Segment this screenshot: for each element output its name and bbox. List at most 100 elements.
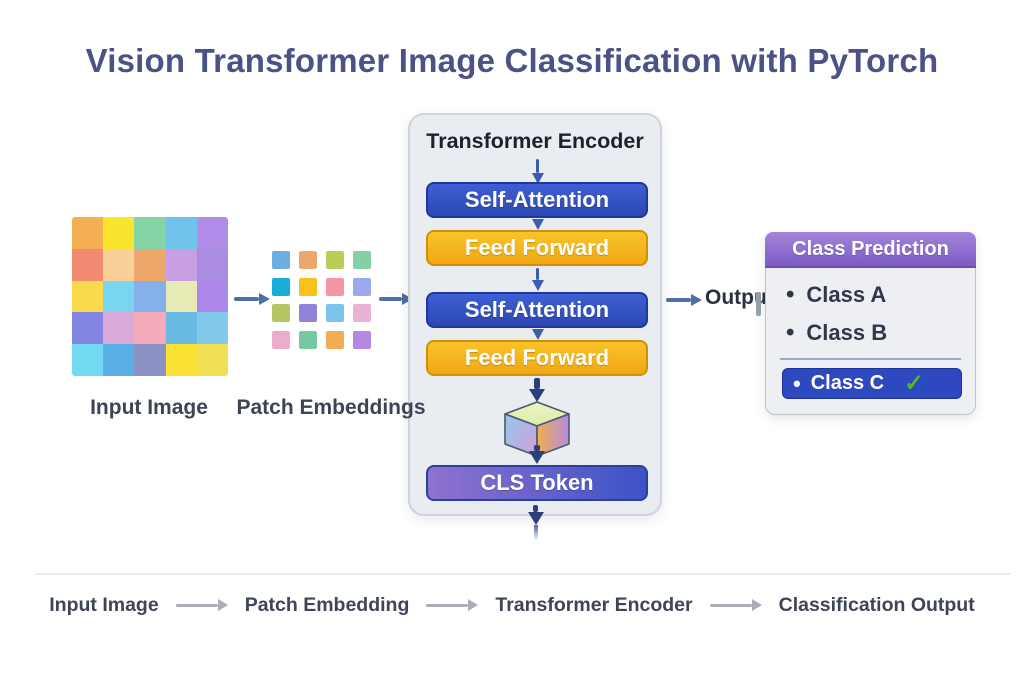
arrow-head [531, 219, 544, 230]
arrow-head [529, 451, 545, 464]
color-cell [72, 344, 104, 376]
color-cell [272, 304, 290, 322]
color-cell [134, 280, 166, 313]
color-cell [272, 251, 290, 269]
arrow-stem [534, 378, 540, 389]
class-prediction-header: Class Prediction [765, 232, 976, 268]
encoder-title: Transformer Encoder [426, 129, 644, 153]
feed-forward-block-1: Feed Forward [426, 230, 648, 266]
color-cell [103, 280, 135, 313]
class-prediction-box: Class Prediction • Class A • Class B • C… [765, 232, 976, 415]
color-cell [165, 217, 197, 249]
color-cell [353, 304, 371, 322]
patch-embeddings-label: Patch Embeddings [236, 396, 426, 419]
class-item-selected: • Class C ✓ [782, 368, 962, 399]
input-image-label: Input Image [90, 396, 208, 419]
color-cell [196, 217, 228, 249]
transformer-encoder-box: Transformer Encoder Self-Attention Feed … [408, 113, 662, 516]
output-label: Output [705, 286, 774, 309]
color-cell [103, 312, 135, 345]
color-cell [353, 251, 371, 269]
class-divider [780, 358, 961, 360]
color-cell [299, 251, 317, 269]
class-item-label: Class C [810, 372, 885, 394]
self-attention-block-2: Self-Attention [426, 292, 648, 328]
self-attention-block-1: Self-Attention [426, 182, 648, 218]
down-arrow-icon [529, 445, 545, 464]
class-item-b: • Class B [786, 320, 887, 346]
arrow-encoder-to-output-icon [666, 293, 702, 307]
arrow-head [259, 293, 270, 305]
arrow-stem [533, 505, 538, 512]
color-cell [326, 277, 344, 296]
color-cell [134, 248, 166, 281]
color-cell [103, 344, 135, 376]
connector-tick [756, 292, 761, 316]
flow-arrow-icon [709, 598, 762, 612]
color-cell [165, 248, 197, 281]
arrow-head [468, 599, 479, 611]
class-item-a: • Class A [786, 282, 886, 308]
color-cell [299, 304, 317, 322]
arrow-stem [666, 298, 691, 302]
flow-step-patch-embedding: Patch Embedding [244, 593, 410, 616]
down-arrow-icon [531, 268, 545, 291]
down-arrow-icon [531, 219, 545, 231]
color-cell [72, 248, 104, 281]
arrow-stem [535, 268, 540, 280]
color-cell [103, 217, 135, 249]
arrow-stem [175, 603, 218, 607]
checkmark-icon: ✓ [904, 370, 925, 397]
bullet-icon: • [786, 281, 795, 308]
arrow-stem [426, 603, 469, 607]
flow-arrow-icon [175, 598, 228, 612]
bottom-flow: Input Image Patch Embedding Transformer … [0, 590, 1024, 620]
color-cell [165, 344, 197, 376]
flow-step-classification-output: Classification Output [778, 593, 975, 616]
arrow-head [217, 599, 228, 611]
down-arrow-icon [529, 378, 545, 402]
arrow-head [529, 389, 545, 402]
color-cell [196, 344, 228, 376]
encoder-exit-arrow-icon [527, 505, 544, 541]
arrow-stem [379, 297, 402, 301]
flow-arrow-icon [426, 598, 479, 612]
color-cell [72, 280, 104, 313]
arrow-patches-to-encoder-icon [379, 292, 413, 306]
arrow-head [531, 329, 544, 340]
page-title: Vision Transformer Image Classification … [85, 42, 939, 79]
arrow-head [531, 280, 544, 291]
down-arrow-icon [531, 159, 545, 184]
bottom-divider [35, 573, 1010, 575]
arrow-head [751, 599, 762, 611]
flow-step-transformer-encoder: Transformer Encoder [495, 593, 693, 616]
cls-token-block: CLS Token [426, 465, 648, 501]
color-cell [299, 330, 317, 349]
flow-step-input-image: Input Image [49, 593, 159, 616]
color-cell [272, 330, 290, 349]
color-cell [103, 248, 135, 281]
arrow-input-to-patches-icon [234, 292, 270, 306]
arrow-stem [535, 159, 540, 173]
down-arrow-icon [531, 329, 545, 341]
color-cell [326, 304, 344, 322]
feed-forward-block-2: Feed Forward [426, 340, 648, 376]
arrow-stem [709, 603, 752, 607]
color-cell [326, 330, 344, 349]
color-cell [134, 217, 166, 249]
arrow-head [531, 173, 544, 184]
color-cell [272, 277, 290, 296]
color-cell [196, 312, 228, 345]
color-cell [134, 312, 166, 345]
color-cell [299, 277, 317, 296]
input-image-grid [72, 217, 228, 376]
bullet-icon: • [793, 370, 801, 396]
arrow-head [527, 512, 544, 525]
bullet-icon: • [786, 319, 795, 346]
arrow-tail [533, 525, 538, 541]
arrow-head [402, 293, 413, 305]
color-cell [165, 280, 197, 313]
color-cell [353, 277, 371, 296]
color-cell [353, 330, 371, 349]
